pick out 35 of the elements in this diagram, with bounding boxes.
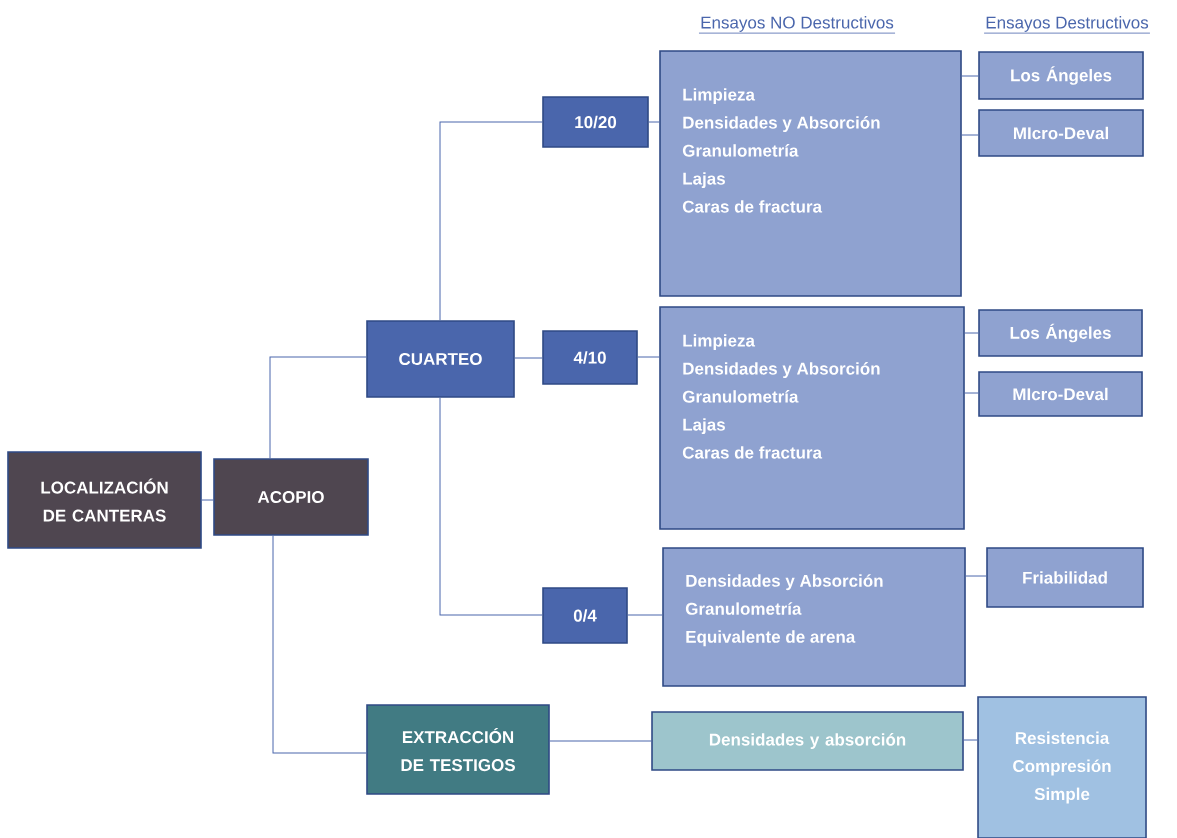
column-heading: Ensayos Destructivos	[983, 16, 1151, 34]
connector-line	[272, 535, 367, 754]
connector-line	[964, 392, 979, 394]
fraction-box: 4/10	[542, 330, 638, 385]
test-list-box: Limpieza Densidades y Absorción Granulometría Lajas Caras de fractura	[659, 306, 965, 530]
test-list-box: Limpieza Densidades y Absorción Granulometría Lajas Caras de fractura	[659, 50, 962, 297]
connector-line	[965, 575, 987, 577]
step-box: LOCALIZACIÓN DE CANTERAS	[7, 451, 202, 549]
step-box: CUARTEO	[366, 320, 515, 398]
connector-line	[963, 739, 978, 741]
connector-line	[201, 499, 214, 501]
connector-line	[627, 614, 663, 616]
connector-line	[439, 121, 543, 321]
fraction-box: 0/4	[542, 587, 628, 644]
test-list-box: Densidades y Absorción Granulometría Equivalente de arena	[662, 547, 966, 687]
test-box: Los Ángeles	[978, 51, 1144, 100]
connector-line	[439, 397, 543, 616]
step-box: EXTRACCIÓN DE TESTIGOS	[366, 704, 550, 795]
fraction-box: 10/20	[542, 96, 649, 148]
connector-line	[961, 134, 979, 136]
test-box: MIcro-Deval	[978, 109, 1144, 157]
connector-line	[637, 356, 660, 358]
test-box: Resistencia Compresión Simple	[977, 696, 1147, 838]
connector-line	[961, 75, 979, 77]
test-box: Los Ángeles	[978, 309, 1143, 357]
test-box: Friabilidad	[986, 547, 1144, 608]
connector-line	[549, 740, 652, 742]
test-box: Densidades y absorción	[651, 711, 964, 771]
connector-line	[269, 356, 367, 459]
step-box: ACOPIO	[213, 458, 369, 536]
connector-line	[514, 357, 543, 359]
column-heading: Ensayos NO Destructivos	[698, 16, 896, 34]
connector-line	[964, 332, 979, 334]
test-box: MIcro-Deval	[978, 371, 1143, 417]
connector-line	[648, 121, 660, 123]
